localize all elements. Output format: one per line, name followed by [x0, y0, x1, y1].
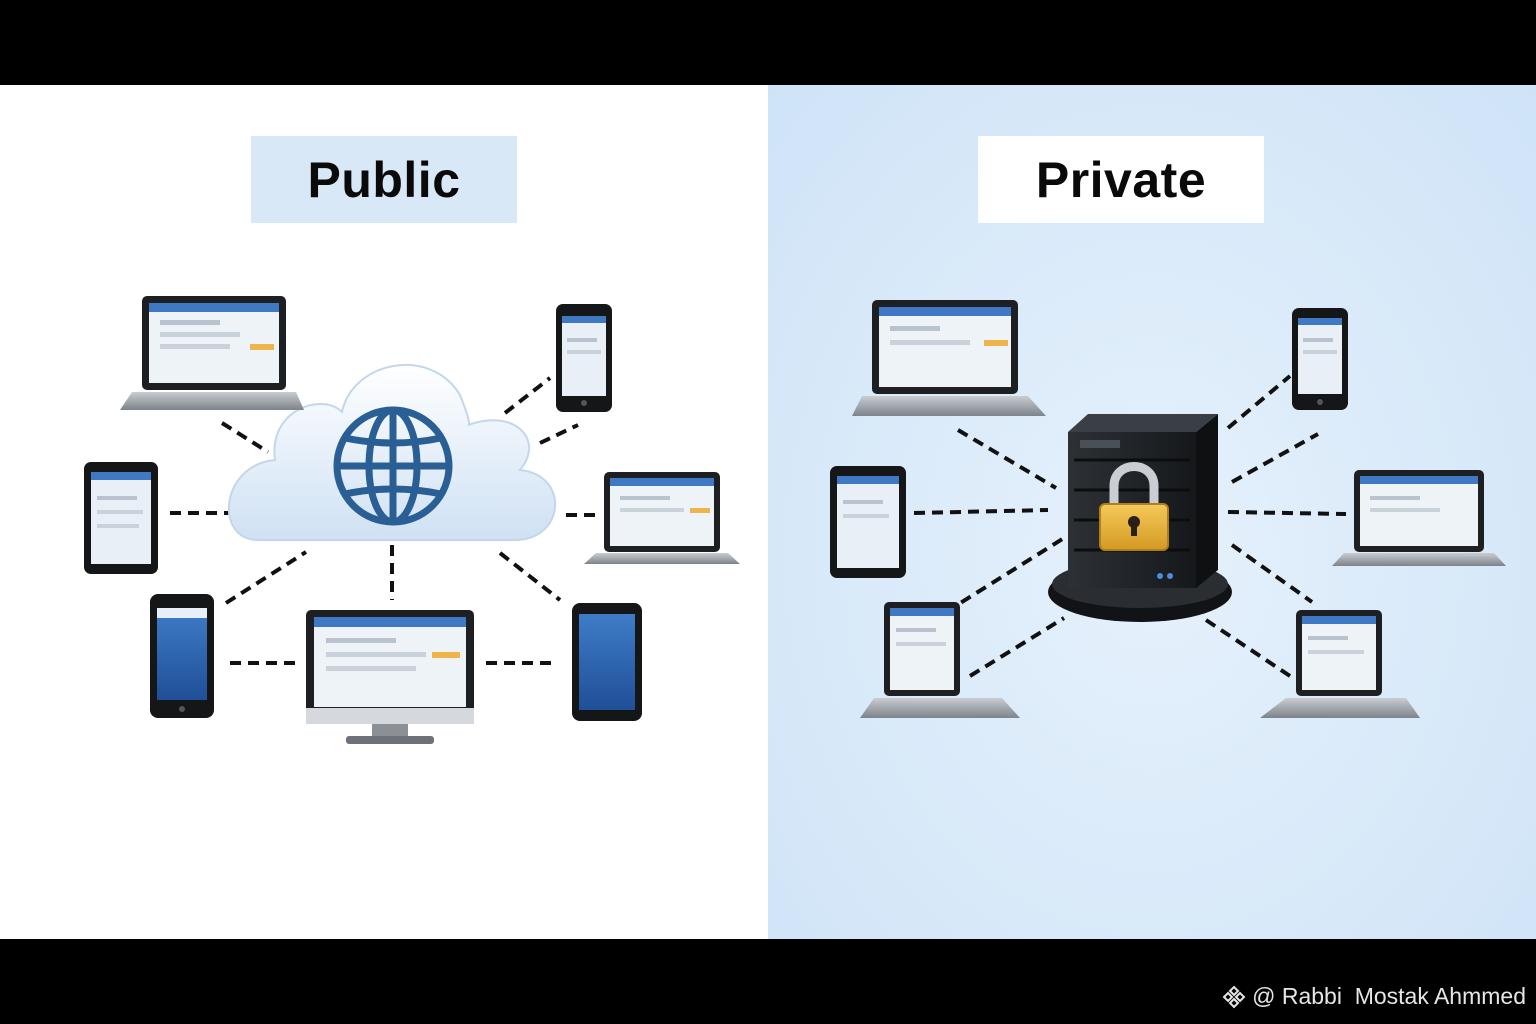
smartphone-icon	[556, 304, 612, 412]
public-connectors	[170, 376, 600, 665]
public-network-diagram	[84, 296, 740, 744]
public-title: Public	[251, 136, 517, 223]
server-icon	[1048, 414, 1232, 622]
private-panel: Private	[768, 85, 1536, 939]
private-network-diagram	[830, 300, 1506, 718]
diamond-logo-icon	[1222, 985, 1246, 1008]
private-title: Private	[978, 136, 1264, 223]
laptop-icon	[852, 300, 1046, 416]
laptop-icon	[860, 602, 1020, 718]
laptop-icon	[1260, 610, 1420, 718]
private-connectors	[913, 374, 1347, 678]
top-letterbox	[0, 0, 1536, 85]
smartphone-icon	[1292, 308, 1348, 410]
padlock-icon	[1099, 462, 1169, 551]
credit-watermark: @ Rabbi Mostak Ahmmed	[1222, 983, 1526, 1010]
smartphone-icon	[150, 594, 214, 718]
tablet-icon	[84, 462, 158, 574]
credit-text: @ Rabbi Mostak Ahmmed	[1252, 983, 1526, 1009]
public-panel: Public	[0, 85, 768, 939]
monitor-icon	[306, 610, 474, 744]
tablet-icon	[572, 603, 642, 721]
tablet-icon	[830, 466, 906, 578]
laptop-icon	[584, 472, 740, 564]
laptop-icon	[120, 296, 304, 410]
laptop-icon	[1332, 470, 1506, 566]
globe-icon	[333, 406, 453, 526]
bottom-letterbox	[0, 939, 1536, 1024]
